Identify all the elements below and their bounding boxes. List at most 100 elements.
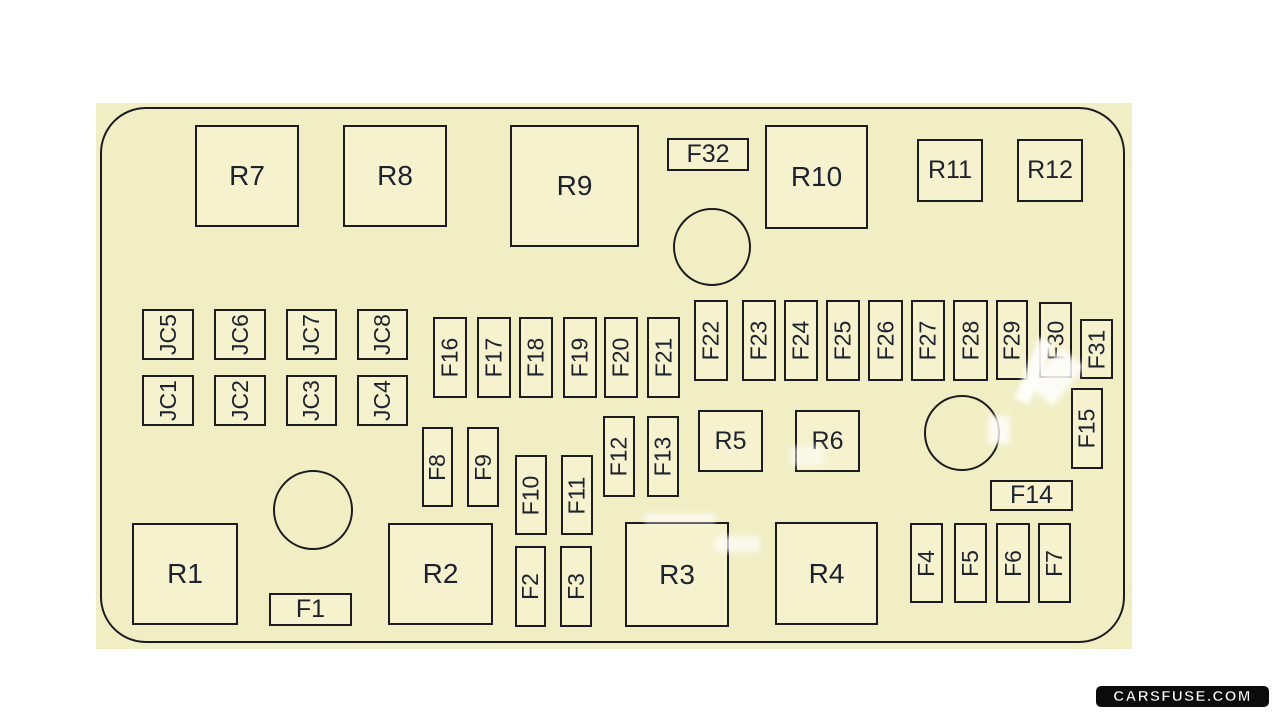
fuse-label: F4 [913,549,939,577]
fuse-label: F6 [999,549,1026,577]
jc-label: JC1 [154,380,181,421]
fuse-label: F26 [872,320,899,361]
mounting-hole-top [673,208,751,286]
relay-label: R10 [790,161,843,192]
jc-jc8: JC8 [357,309,408,360]
jc-jc4: JC4 [357,375,408,426]
fuse-f3: F3 [560,546,592,627]
fuse-f1: F1 [269,593,352,626]
fuse-label: F18 [522,337,549,378]
fuse-f10: F10 [515,455,547,535]
mounting-hole-middle [924,395,1000,471]
fuse-label: F29 [998,320,1025,360]
fuse-label: F24 [787,320,814,361]
relay-r11: R11 [917,139,983,202]
relay-r8: R8 [343,125,447,227]
fuse-f31: F31 [1080,319,1113,379]
watermark-carsfuse: CARSFUSE.COM [1096,686,1269,707]
relay-r12: R12 [1017,139,1083,202]
fuse-label: F15 [1073,408,1100,449]
fuse-label: F3 [562,573,589,600]
jc-jc6: JC6 [214,309,266,360]
relay-r4: R4 [775,522,878,625]
fuse-f15: F15 [1071,388,1103,469]
fuse-label: F32 [686,140,730,168]
fuse-label: F7 [1041,549,1067,577]
relay-r2: R2 [388,523,493,625]
jc-label: JC2 [226,380,253,421]
fuse-label: F17 [480,337,507,378]
fuse-label: F25 [829,320,856,361]
fuse-f12: F12 [603,416,635,497]
fuse-f32: F32 [667,138,749,171]
fuse-label: F2 [517,573,543,600]
fuse-label: F27 [914,320,941,361]
relay-r9: R9 [510,125,639,247]
relay-r6: R6 [795,410,860,472]
fuse-label: F22 [697,320,724,361]
relay-label: R11 [927,156,972,184]
relay-label: R5 [714,426,747,455]
fuse-f8: F8 [422,427,453,507]
fuse-label: F9 [469,453,496,481]
jc-label: JC6 [226,314,253,355]
relay-label: R1 [167,558,203,589]
relay-label: R7 [229,160,265,191]
fuse-f20: F20 [604,317,638,398]
mounting-hole-bottom-left [273,470,353,550]
fuse-f17: F17 [477,317,511,398]
fuse-label: F5 [957,549,983,577]
relay-r3: R3 [625,522,729,627]
fuse-label: F13 [649,436,676,477]
jc-jc5: JC5 [142,309,194,360]
fuse-label: F28 [957,320,984,361]
jc-label: JC3 [298,380,324,421]
jc-label: JC4 [369,380,395,421]
jc-label: JC7 [298,314,324,355]
fuse-label: F19 [566,337,593,378]
fuse-f26: F26 [868,300,903,381]
fuse-label: F30 [1042,320,1069,360]
fuse-label: F14 [1009,481,1054,509]
fuse-label: F16 [436,337,463,378]
relay-label: R9 [556,170,593,201]
fuse-f30: F30 [1039,302,1072,378]
jc-jc1: JC1 [142,375,194,426]
fuse-f28: F28 [953,300,988,381]
fuse-label: F10 [517,475,544,515]
relay-r1: R1 [132,523,238,625]
fuse-label: F1 [295,595,326,623]
jc-label: JC8 [369,314,395,355]
fuse-f5: F5 [954,523,987,603]
jc-label: JC5 [154,314,181,355]
jc-jc7: JC7 [286,309,337,360]
fuse-f25: F25 [826,300,860,381]
fuse-f18: F18 [519,317,553,398]
relay-label: R6 [811,426,844,455]
fuse-label: F11 [563,476,590,514]
fuse-f23: F23 [742,300,776,381]
relay-label: R8 [377,160,413,191]
fuse-f16: F16 [433,317,467,398]
fuse-label: F20 [607,337,634,378]
fuse-label: F21 [650,337,677,378]
relay-r5: R5 [698,410,763,472]
fuse-label: F31 [1083,329,1110,369]
jc-jc3: JC3 [286,375,337,426]
fuse-f9: F9 [467,427,499,507]
fuse-f4: F4 [910,523,943,603]
fuse-label: F8 [424,453,450,481]
relay-r10: R10 [765,125,868,229]
fuse-label: F12 [605,436,632,477]
fuse-f11: F11 [561,455,593,535]
fuse-f19: F19 [563,317,597,398]
fuse-f2: F2 [515,546,546,627]
relay-label: R4 [808,557,845,589]
relay-label: R3 [659,558,695,590]
fuse-f7: F7 [1038,523,1071,603]
jc-jc2: JC2 [214,375,266,426]
relay-label: R12 [1027,156,1073,184]
fuse-f14: F14 [990,480,1073,511]
relay-r7: R7 [195,125,299,227]
